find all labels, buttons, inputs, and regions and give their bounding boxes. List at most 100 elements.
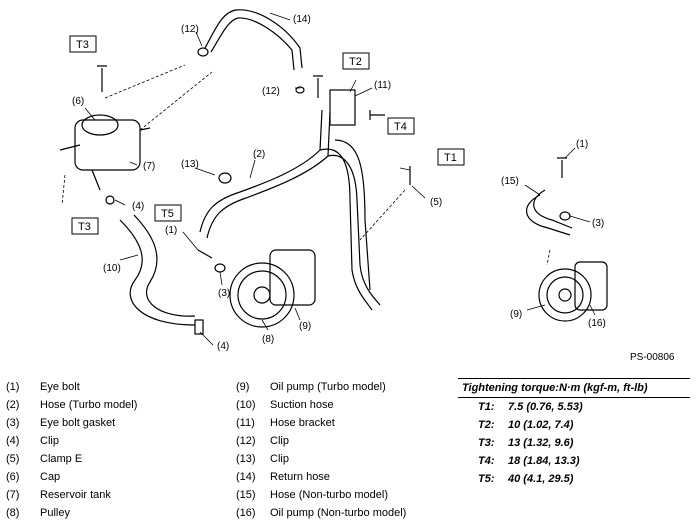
callout-1-right: (1) xyxy=(576,139,588,150)
svg-text:T4: T4 xyxy=(394,121,407,133)
callout-12-mid: (12) xyxy=(262,86,280,97)
return-hose xyxy=(204,9,303,69)
eye-bolt xyxy=(557,157,567,178)
callout-11: (11) xyxy=(374,80,391,91)
legend-item-number: (12) xyxy=(236,435,256,447)
legend-item-label: Hose (Turbo model) xyxy=(40,399,138,411)
callout-16: (16) xyxy=(588,318,606,329)
parts-legend-left: (1)Eye bolt(2)Hose (Turbo model)(3)Eye b… xyxy=(6,378,137,522)
torque-box-t3-bottom: T3 xyxy=(71,217,99,235)
torque-value: 13 (1.32, 9.6) xyxy=(508,437,574,449)
legend-item: (15)Hose (Non-turbo model) xyxy=(236,486,406,504)
callout-5: (5) xyxy=(430,197,442,208)
legend-item-number: (10) xyxy=(236,399,256,411)
legend-item-number: (14) xyxy=(236,471,256,483)
legend-item-label: Clip xyxy=(40,435,59,447)
torque-row: T2: 10 (1.02, 7.4) xyxy=(458,416,690,434)
legend-item: (9)Oil pump (Turbo model) xyxy=(236,378,406,396)
legend-item-number: (3) xyxy=(6,417,20,429)
callout-9-left: (9) xyxy=(299,321,311,332)
callout-4-bottom: (4) xyxy=(217,341,229,352)
legend-item-number: (9) xyxy=(236,381,250,393)
torque-box-t4: T4 xyxy=(387,117,415,135)
callout-4-top: (4) xyxy=(132,201,144,212)
figure-id: PS-00806 xyxy=(630,352,675,363)
legend-item: (13) Clip xyxy=(236,450,406,468)
power-steering-exploded-diagram: T3 T3 T2 T4 T1 T5 (12) (14) (11) (12) (6… xyxy=(59,9,608,352)
turbo-hose xyxy=(199,109,323,233)
legend-item: (3)Eye bolt gasket xyxy=(6,414,137,432)
callout-3-right: (3) xyxy=(592,218,604,229)
hose-bracket xyxy=(329,89,356,126)
non-turbo-hose xyxy=(525,194,571,236)
torque-key: T3: xyxy=(478,437,495,449)
torque-row: T4: 18 (1.84, 13.3) xyxy=(458,452,690,470)
torque-box-t3-top: T3 xyxy=(69,35,97,53)
torque-key: T4: xyxy=(478,455,495,467)
parts-legend-middle: (9)Oil pump (Turbo model) (10) Suction hos… xyxy=(236,378,406,522)
torque-table: Tightening torque:N·m (kgf-m, ft-lb) T1:… xyxy=(458,378,690,488)
legend-item-label: Clip xyxy=(270,453,289,465)
legend-item-label: Suction hose xyxy=(270,399,334,411)
reservoir-cap xyxy=(81,114,119,136)
svg-text:T1: T1 xyxy=(444,152,457,164)
torque-row: T1:7.5 (0.76, 5.53) xyxy=(458,398,690,416)
legend-item-label: Reservoir tank xyxy=(40,489,111,501)
callout-6: (6) xyxy=(72,96,84,107)
legend-item-label: Cap xyxy=(40,471,61,483)
torque-row: T5:40 (4.1, 29.5) xyxy=(458,470,690,488)
legend-item-label: Eye bolt xyxy=(40,381,80,393)
legend-item: (5) Clamp E xyxy=(6,450,137,468)
legend-item-label: Oil pump (Non-turbo model) xyxy=(270,507,407,519)
legend-item: (14)Return hose xyxy=(236,468,406,486)
legend-item-number: (7) xyxy=(6,489,20,501)
non-turbo-oil-pump-body xyxy=(574,261,608,311)
clip-13 xyxy=(218,172,232,184)
legend-item: (10) Suction hose xyxy=(236,396,406,414)
reservoir-tank xyxy=(74,119,141,171)
callout-9-right: (9) xyxy=(510,309,522,320)
callout-12-top: (12) xyxy=(181,24,199,35)
svg-text:T5: T5 xyxy=(161,208,174,220)
legend-item: (4) Clip xyxy=(6,432,137,450)
legend-item: (16) Oil pump (Non-turbo model) xyxy=(236,504,406,522)
callout-3-left: (3) xyxy=(218,288,230,299)
torque-value: 40 (4.1, 29.5) xyxy=(508,473,574,485)
legend-item: (6)Cap xyxy=(6,468,137,486)
legend-item-number: (4) xyxy=(6,435,20,447)
legend-item: (2) Hose (Turbo model) xyxy=(6,396,137,414)
svg-text:T3: T3 xyxy=(78,221,91,233)
torque-value: 18 (1.84, 13.3) xyxy=(508,455,580,467)
svg-text:T3: T3 xyxy=(76,39,89,51)
torque-box-t1: T1 xyxy=(437,148,465,166)
legend-item-label: Pulley xyxy=(40,507,70,519)
legend-item: (11)Hose bracket xyxy=(236,414,406,432)
callout-2: (2) xyxy=(253,149,265,160)
suction-hose xyxy=(119,219,196,326)
torque-row: T3: 13 (1.32, 9.6) xyxy=(458,434,690,452)
legend-item-number: (5) xyxy=(6,453,20,465)
legend-item-number: (16) xyxy=(236,507,256,519)
torque-box-t5: T5 xyxy=(154,204,182,222)
non-turbo-pump-pulley xyxy=(538,268,592,322)
svg-text:T2: T2 xyxy=(349,56,362,68)
torque-key: T2: xyxy=(478,419,495,431)
legend-item: (1)Eye bolt xyxy=(6,378,137,396)
callout-10: (10) xyxy=(103,263,121,274)
legend-item-label: Clamp E xyxy=(40,453,83,465)
callout-8: (8) xyxy=(262,334,274,345)
legend-item-number: (2) xyxy=(6,399,20,411)
clip-12 xyxy=(197,47,209,57)
legend-item-label: Clip xyxy=(270,435,289,447)
legend-item-number: (13) xyxy=(236,453,256,465)
callout-14: (14) xyxy=(293,14,311,25)
callout-13: (13) xyxy=(181,159,199,170)
torque-box-t2: T2 xyxy=(342,52,370,70)
legend-item-label: Hose bracket xyxy=(270,417,335,429)
torque-value: 10 (1.02, 7.4) xyxy=(508,419,574,431)
torque-value: 7.5 (0.76, 5.53) xyxy=(508,401,583,413)
legend-item-label: Hose (Non-turbo model) xyxy=(270,489,388,501)
turbo-oil-pump-body xyxy=(269,249,316,306)
torque-table-heading: Tightening torque:N·m (kgf-m, ft-lb) xyxy=(458,378,690,398)
legend-item: (7) Reservoir tank xyxy=(6,486,137,504)
